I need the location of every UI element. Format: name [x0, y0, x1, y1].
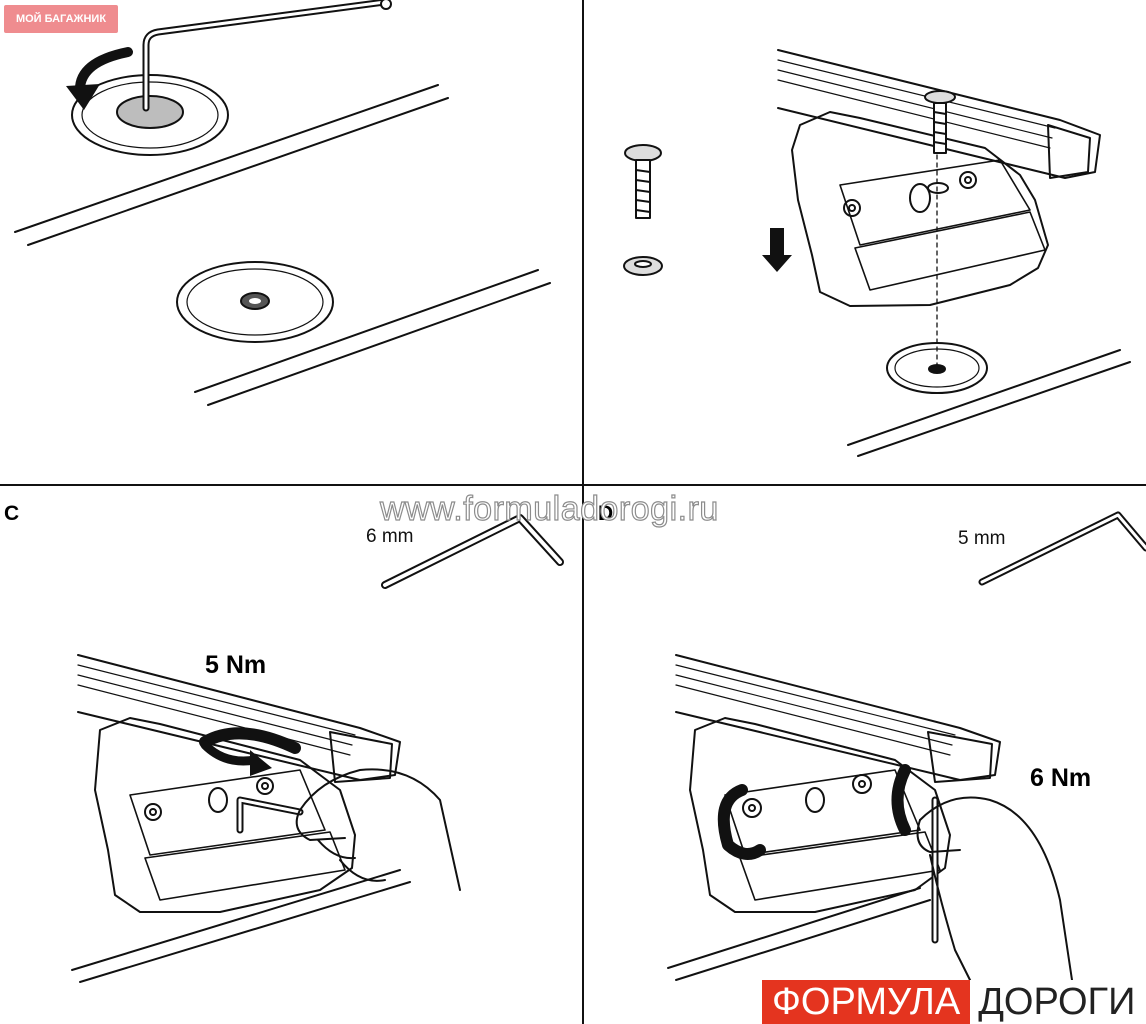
panel-c-torque: 5 Nm: [205, 651, 267, 679]
panel-b-drawing: [623, 49, 1131, 457]
logo-part-2: ДОРОГИ: [970, 980, 1144, 1024]
panel-c-tool-size: 6 mm: [366, 526, 414, 547]
watermark-url: www.formuladorogi.ru: [379, 489, 719, 528]
site-logo: ФОРМУЛА ДОРОГИ: [762, 980, 1144, 1024]
logo-part-1: ФОРМУЛА: [762, 980, 971, 1024]
site-badge: МОЙ БАГАЖНИК: [4, 5, 118, 33]
panel-a-drawing: [14, 0, 551, 406]
panel-d-tool-size: 5 mm: [958, 528, 1006, 549]
panel-d-drawing: [667, 511, 1146, 1001]
panel-c-drawing: [71, 514, 564, 983]
panel-c-letter: C: [4, 502, 20, 525]
panel-d-torque: 6 Nm: [1030, 764, 1092, 792]
panel-d-letter: D: [598, 502, 614, 525]
